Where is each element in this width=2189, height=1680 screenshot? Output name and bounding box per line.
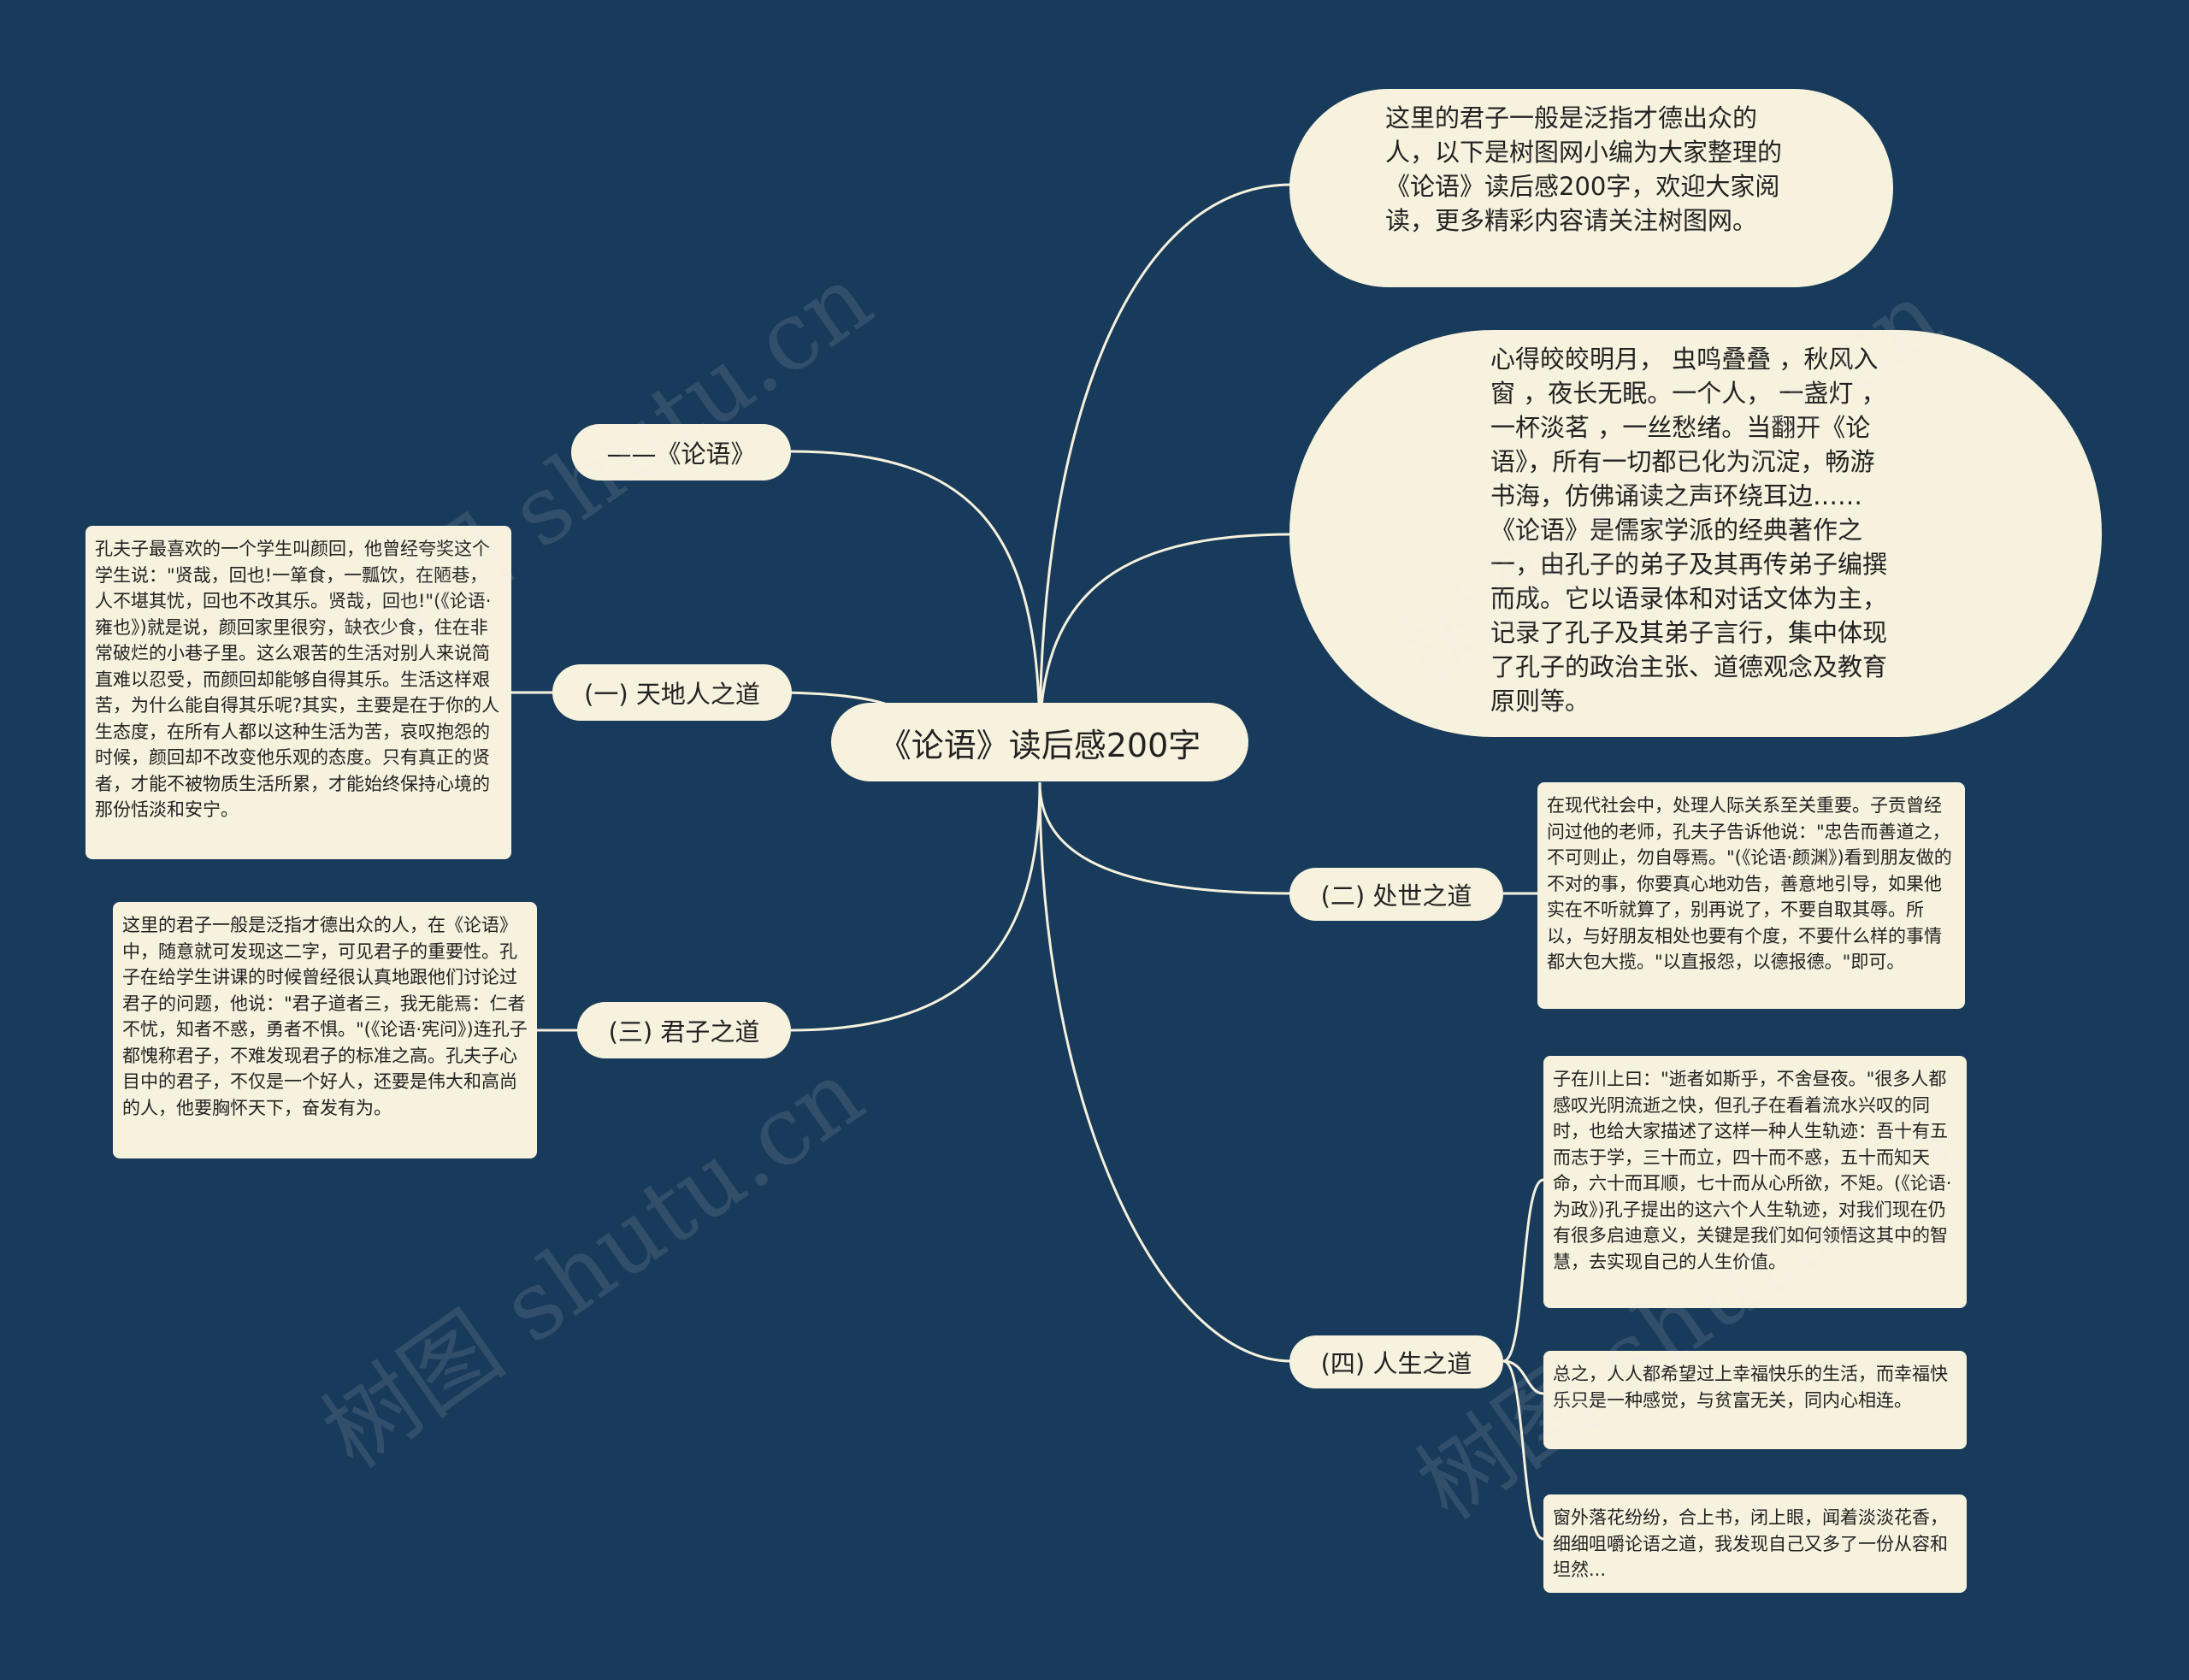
rensheng-detail-2[interactable]: 总之，人人都希望过上幸福快乐的生活，而幸福快乐只是一种感觉，与贫富无关，同内心相… xyxy=(1543,1351,1967,1449)
rensheng-detail-1[interactable]: 子在川上曰："逝者如斯乎，不舍昼夜。"很多人都感叹光阴流逝之快，但孔子在看着流水… xyxy=(1543,1056,1967,1308)
root-topic[interactable]: 《论语》读后感200字 xyxy=(831,703,1248,781)
link-branch4-detail1 xyxy=(1502,1178,1544,1363)
junzi-detail-text: 这里的君子一般是泛指才德出众的人，在《论语》中，随意就可发现这二字，可见君子的重… xyxy=(122,915,528,1118)
branch-junzi[interactable]: (三) 君子之道 xyxy=(577,1002,791,1058)
link-branch4-detail3 xyxy=(1502,1359,1544,1541)
chushi-detail[interactable]: 在现代社会中，处理人际关系至关重要。子贡曾经问过他的老师，孔夫子告诉他说："忠告… xyxy=(1537,782,1965,1009)
tiandiren-detail-text: 孔夫子最喜欢的一个学生叫颜回，他曾经夸奖这个学生说："贤哉，回也!一箪食，一瓢饮… xyxy=(95,539,500,820)
source-label[interactable]: ——《论语》 xyxy=(571,424,791,480)
link-branch2 xyxy=(1038,781,1292,895)
rensheng-detail-3[interactable]: 窗外落花纷纷，合上书，闭上眼，闻着淡淡花香，细细咀嚼论语之道，我发现自己又多了一… xyxy=(1543,1494,1967,1593)
branch-rensheng[interactable]: (四) 人生之道 xyxy=(1289,1335,1503,1388)
intro-text: 这里的君子一般是泛指才德出众的人，以下是树图网小编为大家整理的《论语》读后感20… xyxy=(1385,103,1783,235)
chushi-detail-text: 在现代社会中，处理人际关系至关重要。子贡曾经问过他的老师，孔夫子告诉他说："忠告… xyxy=(1547,795,1952,972)
branch-tiandiren[interactable]: (一) 天地人之道 xyxy=(552,664,792,721)
rensheng-detail-2-text: 总之，人人都希望过上幸福快乐的生活，而幸福快乐只是一种感觉，与贫富无关，同内心相… xyxy=(1553,1364,1948,1411)
link-intro xyxy=(1038,183,1292,743)
link-branch4-detail2 xyxy=(1502,1359,1544,1395)
rensheng-detail-3-text: 窗外落花纷纷，合上书，闭上眼，闻着淡淡花香，细细咀嚼论语之道，我发现自己又多了一… xyxy=(1553,1507,1948,1580)
branch-chushi[interactable]: (二) 处世之道 xyxy=(1289,868,1503,921)
link-summary xyxy=(1038,533,1292,743)
intro-note[interactable]: 这里的君子一般是泛指才德出众的人，以下是树图网小编为大家整理的《论语》读后感20… xyxy=(1289,89,1893,287)
summary-text: 心得皎皎明月， 虫鸣叠叠 ，秋风入窗 ，夜长无眠。一个人， 一盏灯 ，一杯淡茗 … xyxy=(1490,345,1888,716)
link-source xyxy=(790,450,1041,743)
link-branch4 xyxy=(1038,781,1292,1363)
link-branch3 xyxy=(790,781,1041,1032)
junzi-detail[interactable]: 这里的君子一般是泛指才德出众的人，在《论语》中，随意就可发现这二字，可见君子的重… xyxy=(113,902,537,1158)
summary-note[interactable]: 心得皎皎明月， 虫鸣叠叠 ，秋风入窗 ，夜长无眠。一个人， 一盏灯 ，一杯淡茗 … xyxy=(1289,330,2102,737)
tiandiren-detail[interactable]: 孔夫子最喜欢的一个学生叫颜回，他曾经夸奖这个学生说："贤哉，回也!一箪食，一瓢饮… xyxy=(86,526,511,859)
rensheng-detail-1-text: 子在川上曰："逝者如斯乎，不舍昼夜。"很多人都感叹光阴流逝之快，但孔子在看着流水… xyxy=(1553,1069,1952,1272)
